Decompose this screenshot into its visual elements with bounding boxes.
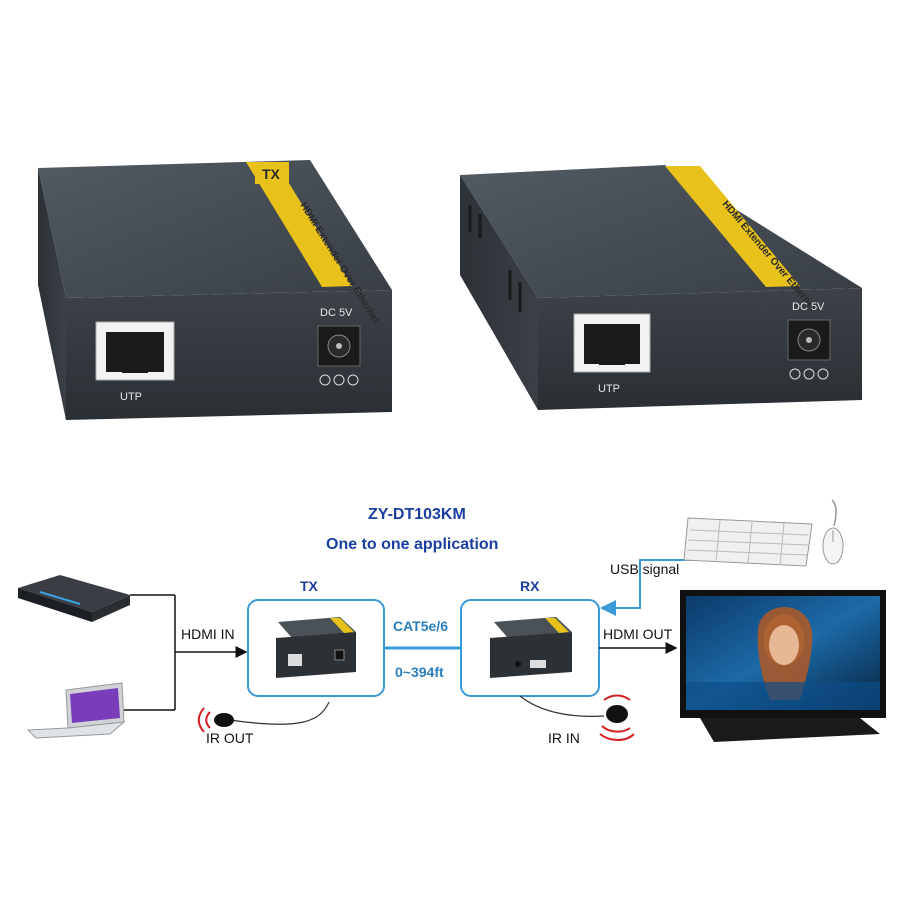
laptop-icon	[26, 682, 126, 739]
polarity-icon	[789, 368, 829, 380]
ir-in-label: IR IN	[548, 730, 580, 746]
side-vents	[468, 205, 522, 312]
usb-signal-label: USB signal	[610, 561, 680, 577]
usb-signal-line	[600, 559, 690, 616]
ir-out-sensor-icon	[197, 701, 330, 733]
monitor-stand	[700, 718, 880, 742]
rx-label: RX	[520, 578, 540, 594]
hdmi-out-label: HDMI OUT	[603, 626, 673, 642]
cover-label-strip	[246, 162, 352, 287]
mouse-icon	[822, 499, 844, 565]
hdmi-in-label: HDMI IN	[181, 626, 235, 642]
cover-label-strip	[665, 166, 800, 287]
ir-in-sensor-icon	[519, 694, 635, 741]
ir-out-label: IR OUT	[206, 730, 254, 746]
monitor-icon	[680, 590, 886, 742]
power-label: DC 5V	[320, 307, 353, 319]
cover-badge-text: TX	[262, 166, 281, 182]
hdmi-in-connector	[124, 594, 248, 711]
port-label: UTP	[598, 383, 620, 395]
rx-unit-icon	[490, 617, 572, 678]
extender-unit-left: HDMI Extender Over Ethernet TX UTP DC 5V	[38, 160, 392, 420]
tx-unit-icon	[276, 617, 356, 678]
port-label: UTP	[120, 391, 142, 403]
model-title: ZY-DT103KM	[368, 506, 466, 523]
unit-side-surface	[38, 168, 66, 420]
polarity-icon	[319, 374, 359, 386]
keyboard-icon	[683, 517, 813, 567]
cover-badge	[255, 162, 289, 184]
power-label: DC 5V	[792, 301, 825, 313]
cable-type-label: CAT5e/6	[393, 618, 448, 634]
application-subtitle: One to one application	[326, 536, 499, 553]
cable-distance-label: 0~394ft	[395, 664, 444, 680]
tx-label: TX	[300, 578, 318, 594]
product-photo: HDMI Extender Over Ethernet TX UTP DC 5V	[38, 160, 862, 420]
unit-top-surface	[38, 160, 392, 298]
media-player-icon	[18, 575, 130, 622]
